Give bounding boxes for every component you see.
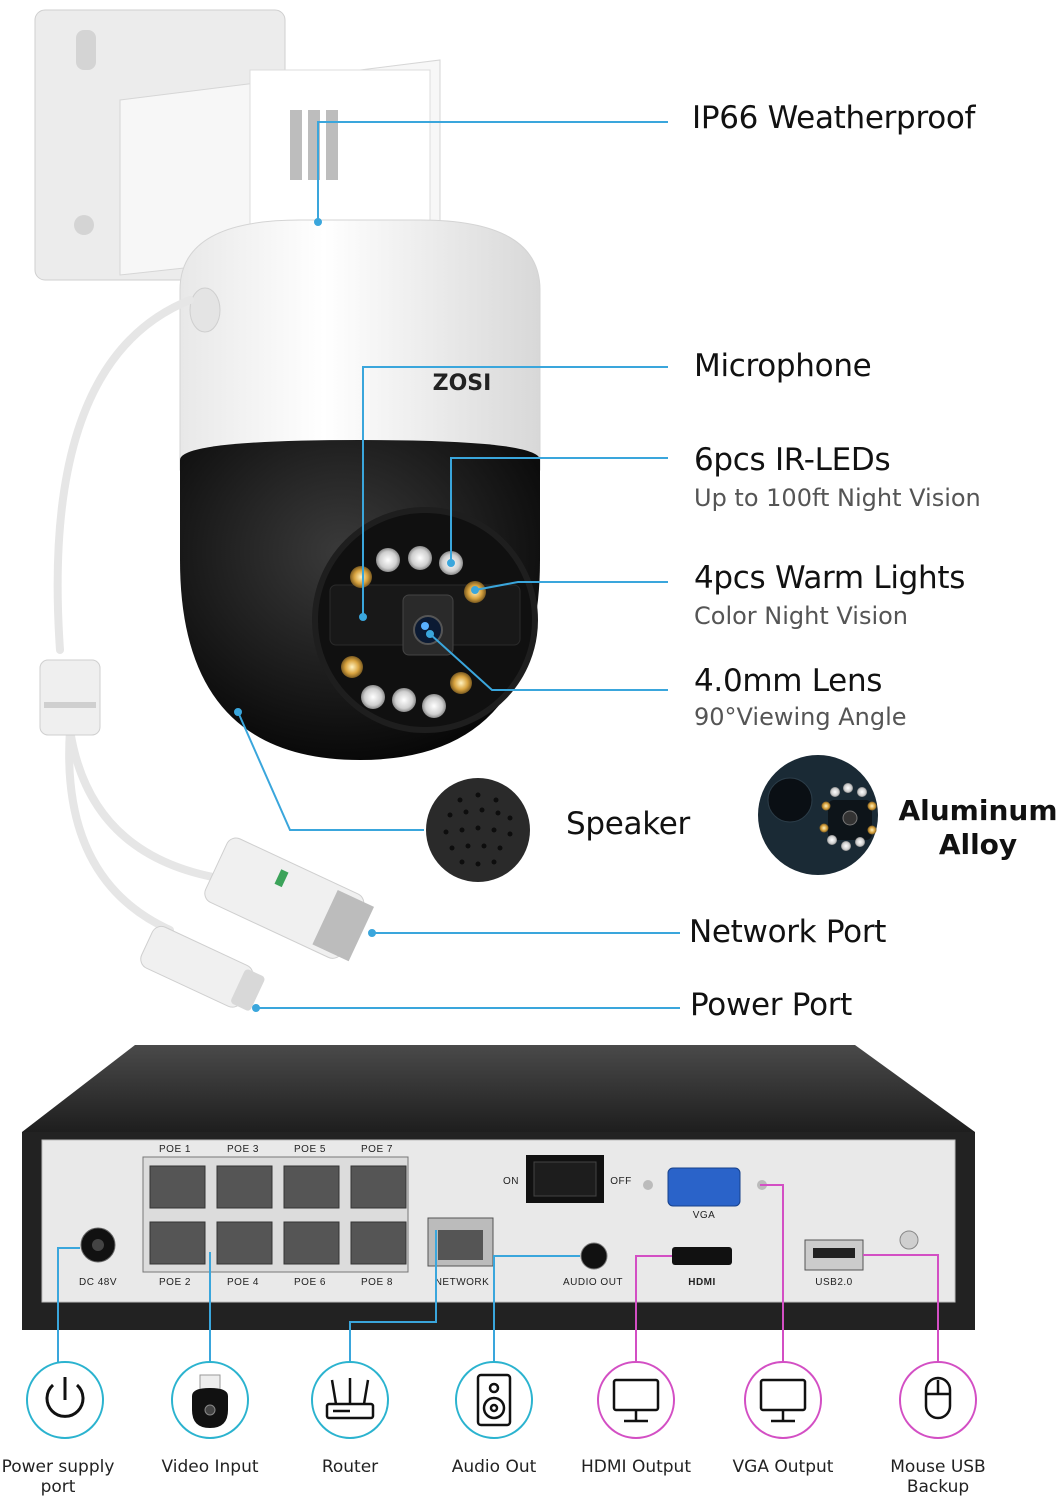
- poe-label: POE 8: [361, 1277, 393, 1288]
- bottom-icons: [26, 1361, 977, 1439]
- poe-label: POE 4: [227, 1277, 259, 1288]
- ir-leds: [361, 546, 463, 718]
- cables: [53, 296, 234, 934]
- cable-connectors: [39, 659, 375, 1011]
- poe-label: POE 6: [294, 1277, 326, 1288]
- icon-label-power-supply: Power supply port: [1, 1457, 115, 1497]
- off-label: OFF: [610, 1176, 632, 1187]
- network-label: NETWORK: [435, 1277, 490, 1288]
- feature-warm-lights-title: 4pcs Warm Lights: [694, 560, 966, 596]
- camera-icon: [192, 1374, 228, 1428]
- feature-lens-title: 4.0mm Lens: [694, 663, 883, 699]
- icon-label-video-input: Video Input: [161, 1457, 259, 1477]
- feature-weatherproof-title: IP66 Weatherproof: [692, 100, 976, 136]
- network-port-label: Network Port: [689, 914, 887, 950]
- audio-out-label: AUDIO OUT: [563, 1277, 623, 1288]
- dc-label: DC 48V: [79, 1277, 117, 1288]
- power-port-label: Power Port: [690, 987, 853, 1023]
- icon-label-mouse-usb: Mouse USB Backup: [890, 1457, 986, 1497]
- hdmi-label: HDMI: [688, 1277, 716, 1288]
- nvr-ports: [80, 1155, 919, 1271]
- alloy-label: Aluminum Alloy: [898, 794, 1058, 862]
- nvr-callout-lines: [57, 1184, 939, 1362]
- poe-label: POE 7: [361, 1144, 393, 1155]
- feature-ir-leds-subtitle: Up to 100ft Night Vision: [694, 484, 981, 512]
- camera-callout-lines: [234, 121, 680, 1012]
- icon-label-hdmi-output: HDMI Output: [580, 1457, 691, 1477]
- camera-body: ZOSI: [179, 219, 541, 760]
- on-label: ON: [503, 1176, 519, 1187]
- monitor-icon: [759, 1378, 807, 1423]
- feature-microphone-title: Microphone: [694, 348, 872, 384]
- alloy-label-line1: Aluminum: [898, 794, 1058, 827]
- camera-brand-logo: ZOSI: [433, 371, 492, 396]
- nvr-port-labels: POE 1 POE 3 POE 5 POE 7 POE 2 POE 4 POE …: [79, 1144, 852, 1288]
- feature-warm-lights-subtitle: Color Night Vision: [694, 602, 909, 630]
- poe-label: POE 2: [159, 1277, 191, 1288]
- icon-label-router: Router: [321, 1457, 379, 1477]
- icon-label-vga-output: VGA Output: [732, 1457, 834, 1477]
- power-icon: [45, 1377, 85, 1418]
- poe-ports: [149, 1165, 407, 1265]
- feature-lens-subtitle: 90°Viewing Angle: [694, 703, 907, 731]
- speaker-label: Speaker: [566, 806, 690, 842]
- alloy-inset: [758, 755, 878, 875]
- speaker-grille: [426, 778, 530, 882]
- poe-label: POE 3: [227, 1144, 259, 1155]
- poe-label: POE 5: [294, 1144, 326, 1155]
- feature-ir-leds-title: 6pcs IR-LEDs: [694, 442, 891, 478]
- icon-label-audio-out: Audio Out: [451, 1457, 537, 1477]
- speaker-icon: [476, 1373, 512, 1427]
- monitor-icon: [612, 1378, 660, 1423]
- alloy-label-line2: Alloy: [938, 828, 1018, 861]
- mouse-icon: [924, 1376, 952, 1420]
- vga-label: VGA: [693, 1210, 716, 1221]
- poe-label: POE 1: [159, 1144, 191, 1155]
- router-icon: [325, 1378, 375, 1420]
- usb-label: USB2.0: [815, 1277, 852, 1288]
